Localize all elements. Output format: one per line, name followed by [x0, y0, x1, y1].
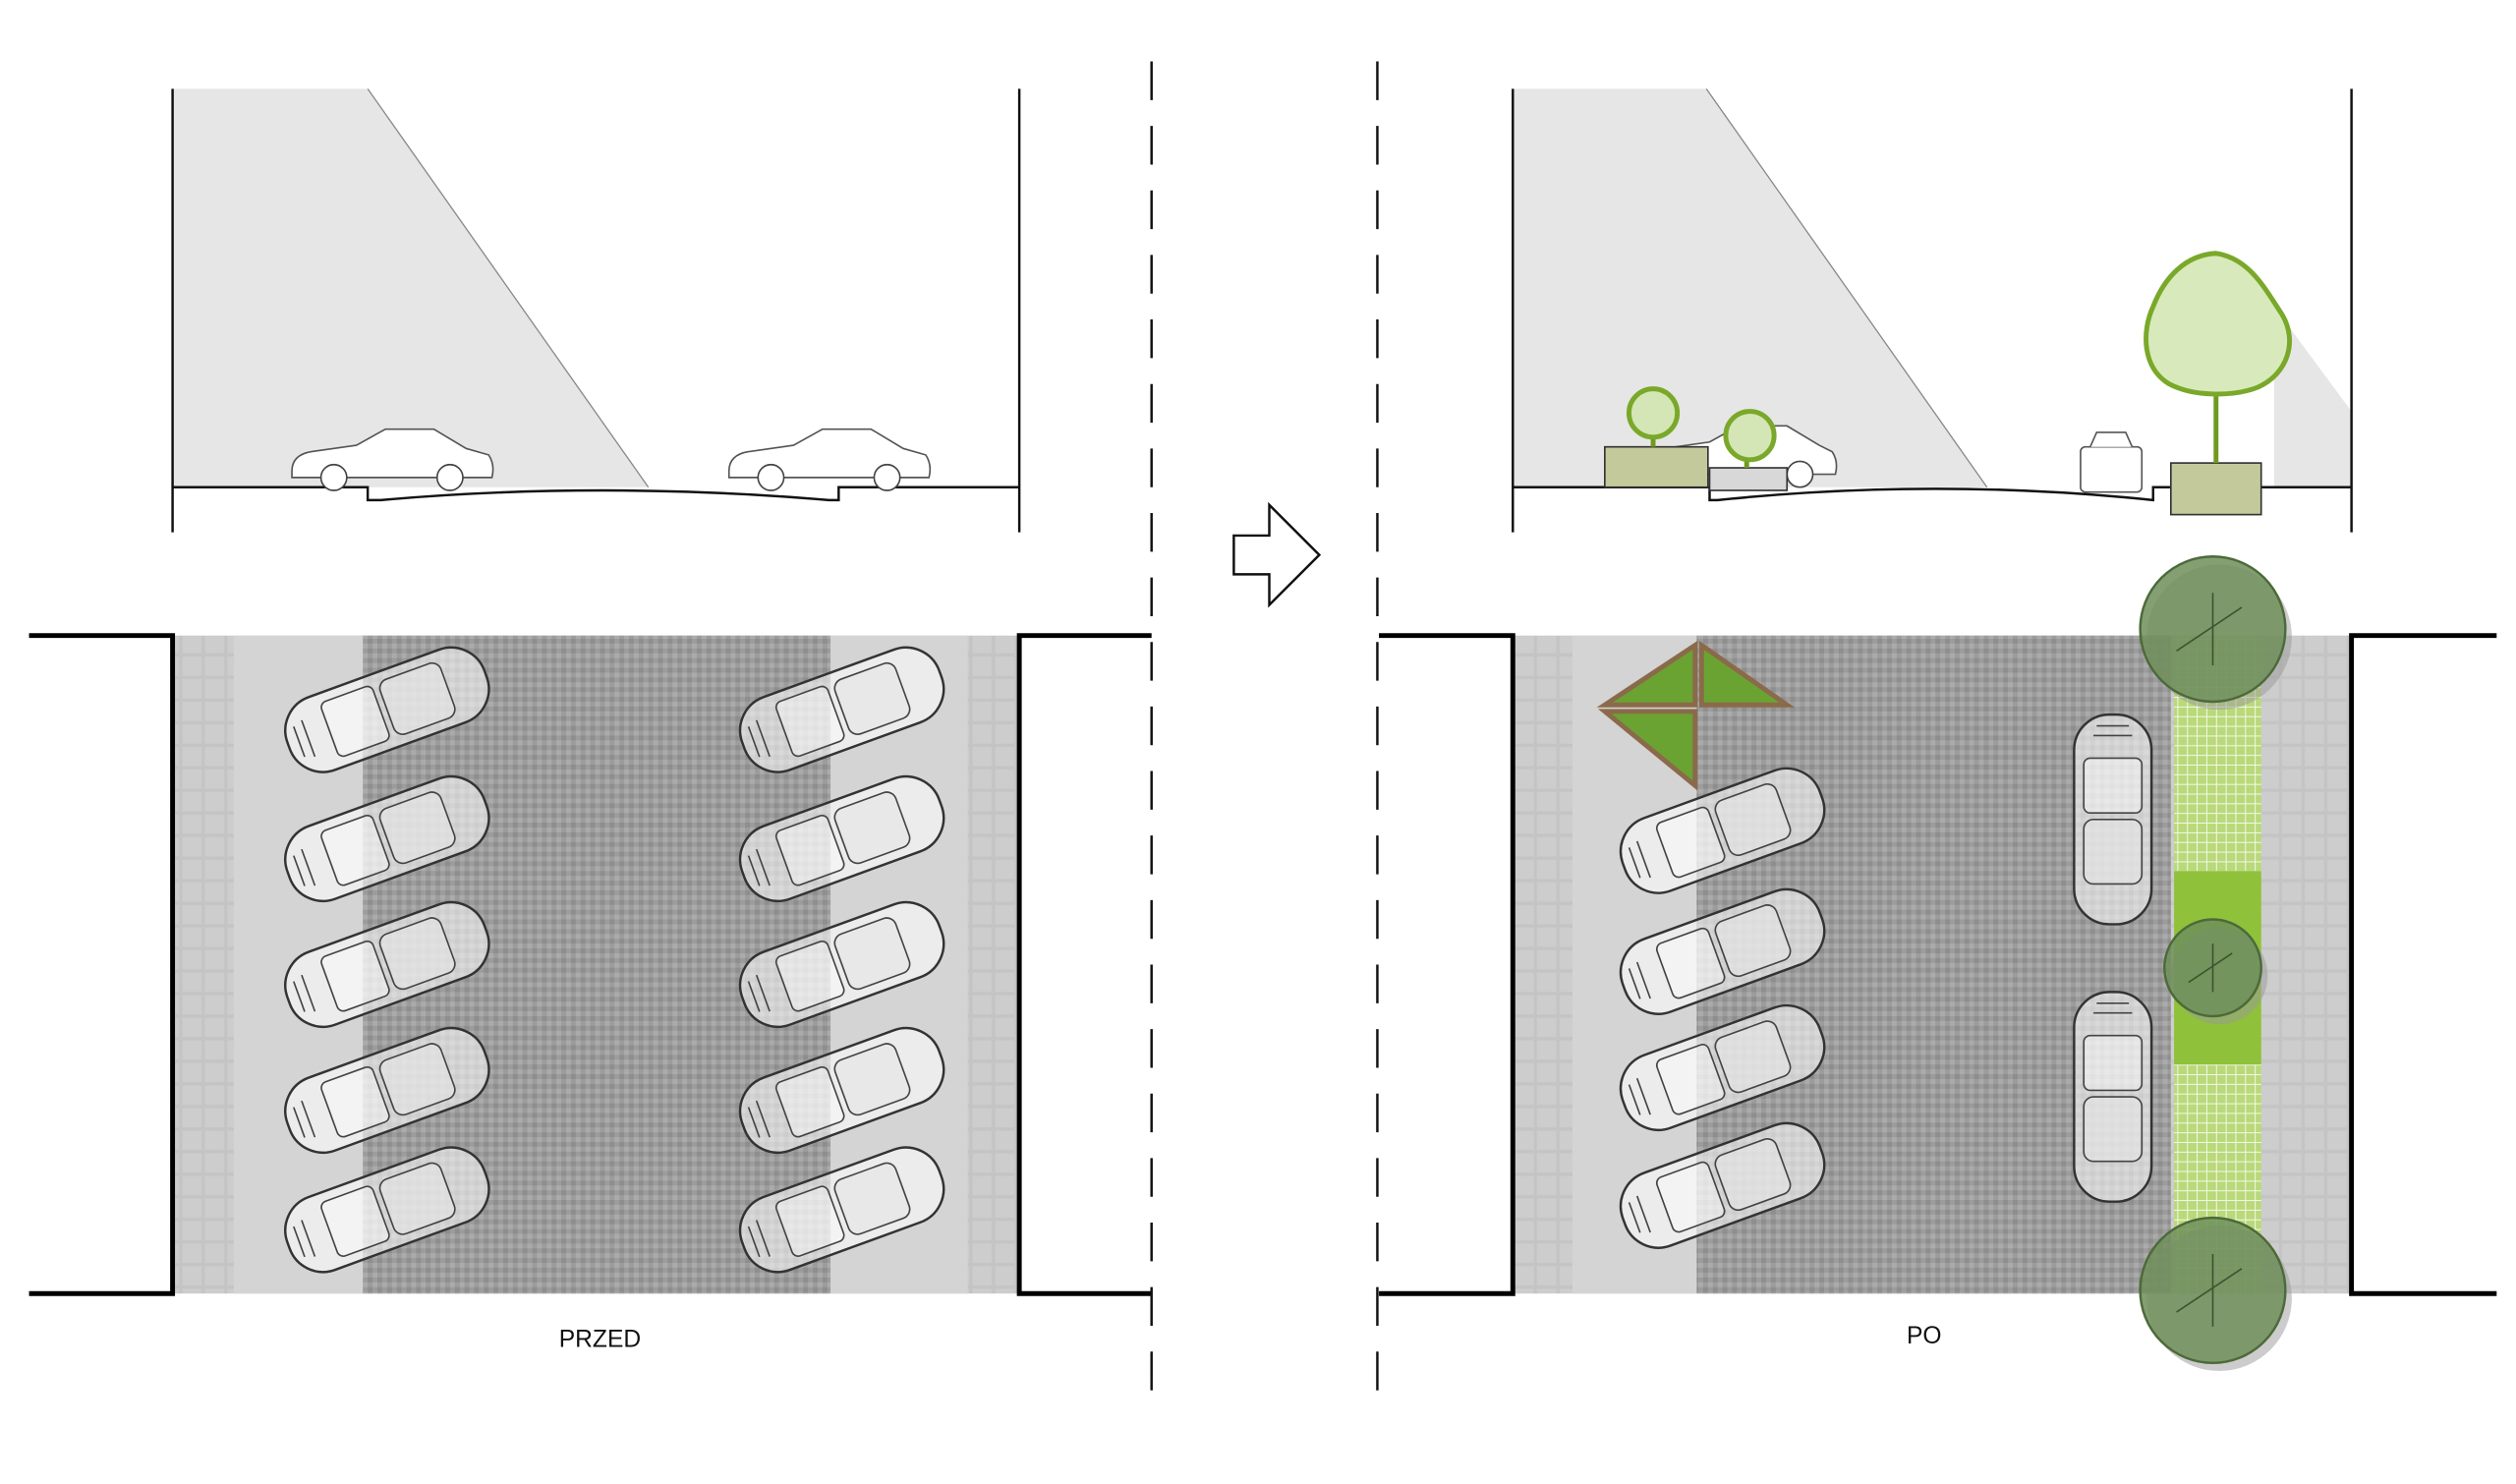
- parked-car-icon: [738, 1146, 945, 1274]
- parked-car-icon: [738, 646, 945, 773]
- tree-top-icon: [2139, 1216, 2292, 1371]
- parked-car-icon: [738, 774, 945, 903]
- plan-after: PO: [1379, 555, 2497, 1371]
- plan-before: PRZED: [29, 633, 1152, 1352]
- ground-profile: [1513, 485, 2352, 502]
- parked-car-icon: [1619, 887, 1826, 1015]
- shrub-icon: [1626, 386, 1681, 447]
- car-rear-icon: [2080, 431, 2144, 493]
- parked-car-icon: [284, 646, 490, 773]
- section-before: [171, 88, 1021, 533]
- building-outline-right: [2349, 633, 2497, 1296]
- shrub-icon: [1723, 409, 1777, 469]
- parked-car-icon: [1619, 767, 1826, 894]
- label-after: PO: [1907, 1323, 1942, 1349]
- ground-profile: [172, 485, 1020, 502]
- parked-car-icon: [284, 1146, 490, 1274]
- tree-top-icon: [2163, 918, 2268, 1025]
- parked-car-icon: [284, 1026, 490, 1155]
- building-outline-right: [1016, 633, 1152, 1296]
- arrow-right-icon: [1232, 501, 1322, 608]
- parked-car-icon: [284, 774, 490, 903]
- parked-car-icon: [284, 900, 490, 1029]
- tree-planter: [2169, 462, 2262, 516]
- triangle-planters: [1596, 640, 1796, 791]
- parked-car-icon: [738, 1026, 945, 1155]
- car-side-icon: [727, 428, 932, 491]
- parked-car-icon: [2073, 991, 2153, 1203]
- parked-car-icon: [1619, 1121, 1826, 1249]
- low-planter: [1708, 467, 1789, 491]
- tree-top-icon: [2139, 555, 2292, 711]
- label-before: PRZED: [559, 1326, 641, 1352]
- parked-car-icon: [2073, 713, 2153, 926]
- raised-planter: [1604, 445, 1709, 488]
- tree-icon: [2144, 251, 2293, 464]
- building-outline-left: [29, 633, 176, 1296]
- building-outline-left: [1379, 633, 1515, 1296]
- section-after: [1512, 88, 2353, 533]
- building-shadow: [172, 88, 649, 487]
- parked-car-icon: [738, 900, 945, 1029]
- car-side-icon: [291, 428, 494, 491]
- building-shadow: [1513, 88, 1987, 487]
- parked-car-icon: [1619, 1003, 1826, 1132]
